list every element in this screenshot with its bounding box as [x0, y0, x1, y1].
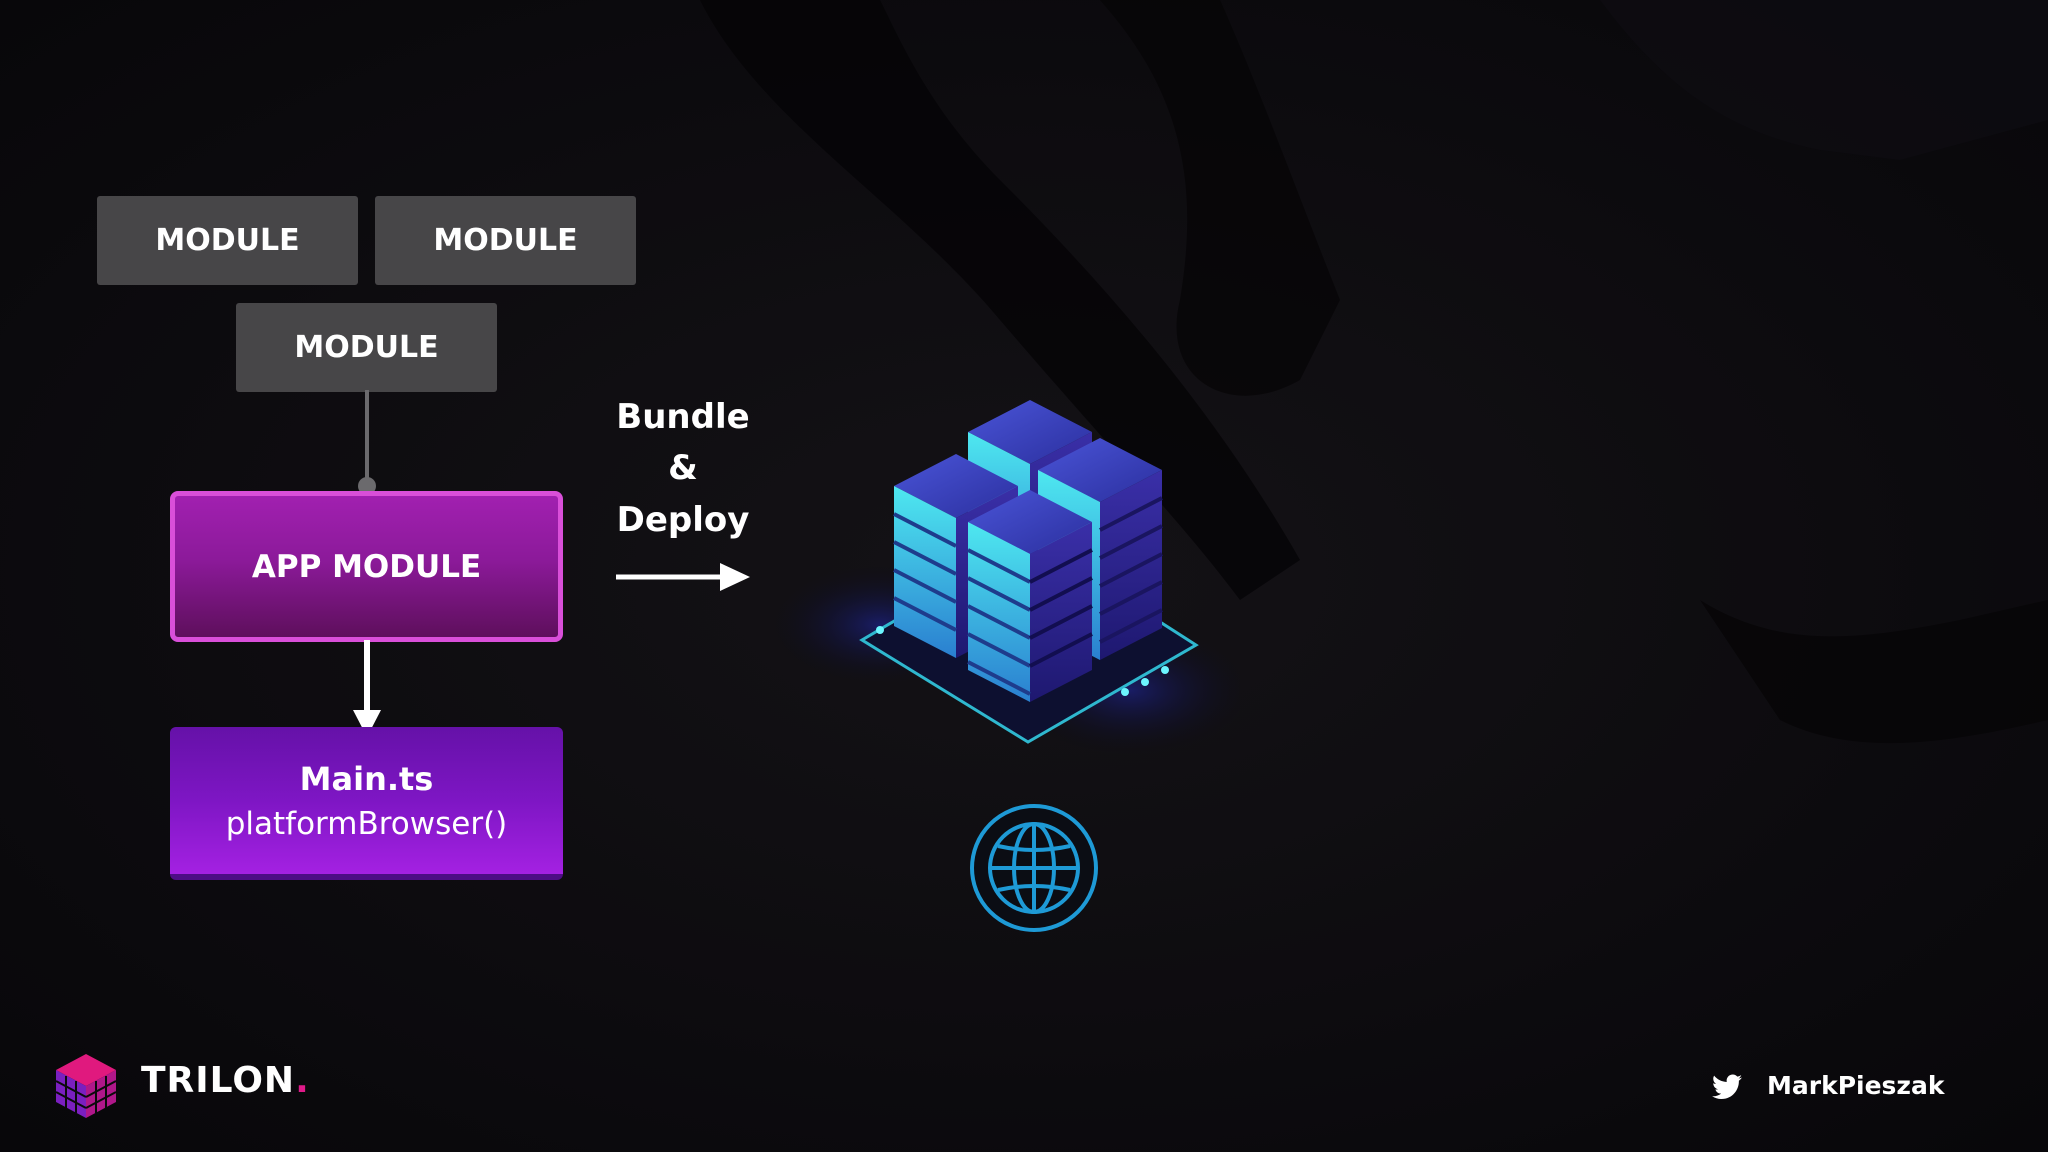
brand-text: TRILON: [141, 1060, 296, 1101]
module-box-top-left: MODULE: [97, 196, 358, 285]
down-arrow: [353, 640, 381, 737]
main-ts-box: Main.ts platformBrowser(): [170, 727, 563, 880]
right-arrow: [616, 563, 750, 591]
ampersand-label: &: [668, 448, 698, 488]
trilon-cube-logo: [55, 1054, 117, 1118]
brand-name: TRILON.: [141, 1060, 310, 1101]
deploy-label: Deploy: [616, 500, 750, 540]
main-ts-title: Main.ts: [299, 759, 434, 798]
globe-icon: [970, 804, 1098, 932]
module-box-top-right: MODULE: [375, 196, 636, 285]
twitter-bird-icon: [1712, 1074, 1742, 1099]
server-stack-icon: [770, 400, 1240, 755]
module-connector: [358, 390, 376, 495]
brand-dot: .: [295, 1060, 310, 1101]
server-tower-front: [967, 490, 1093, 702]
app-module-box: APP MODULE: [170, 491, 563, 642]
module-box-middle: MODULE: [236, 303, 497, 392]
platform-browser-call: platformBrowser(): [225, 805, 508, 842]
bundle-label: Bundle: [616, 397, 750, 437]
twitter-handle[interactable]: MarkPieszak: [1767, 1071, 1945, 1100]
